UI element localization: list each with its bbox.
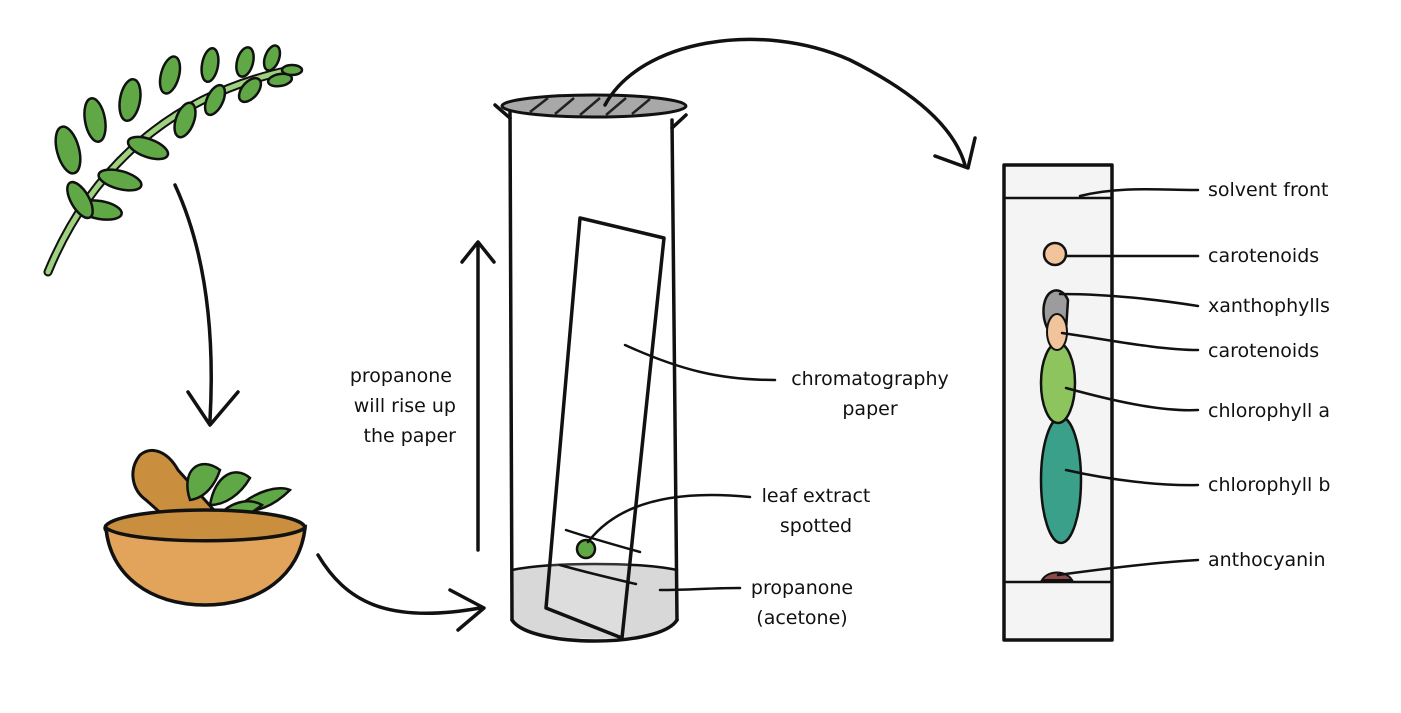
measuring-cylinder bbox=[493, 93, 688, 643]
label-propanone-solvent: propanone (acetone) bbox=[751, 577, 853, 629]
band-label-anthocyanin: anthocyanin bbox=[1208, 549, 1326, 571]
plant-branch-illustration bbox=[43, 44, 304, 277]
mortar-and-pestle-illustration bbox=[103, 449, 308, 607]
band-label-chlorophyll-b: chlorophyll b bbox=[1208, 474, 1330, 496]
cylinder-lid bbox=[500, 93, 688, 119]
band-chlorophyll-a bbox=[1039, 341, 1077, 425]
rise-label-line3: the paper bbox=[364, 425, 457, 447]
solvent-label-line1: propanone bbox=[751, 577, 853, 599]
label-leaf-extract: leaf extract spotted bbox=[762, 485, 871, 537]
label-propanone-rises: propanone will rise up the paper bbox=[350, 365, 456, 447]
band-label-solvent-front: solvent front bbox=[1208, 179, 1328, 201]
solvent-label-line2: (acetone) bbox=[756, 607, 847, 629]
band-carotenoids-lower bbox=[1046, 313, 1068, 351]
rise-label-line2: will rise up bbox=[354, 395, 456, 417]
band-label-carotenoids-upper: carotenoids bbox=[1208, 245, 1319, 267]
chromatography-paper-strip bbox=[544, 216, 666, 640]
rise-label-line1: propanone bbox=[350, 365, 452, 387]
paper-label-line1: chromatography bbox=[791, 368, 949, 390]
band-carotenoids-upper bbox=[1042, 241, 1068, 267]
label-chromatography-paper: chromatography paper bbox=[791, 368, 949, 420]
developed-chromatogram: solvent front carotenoids xanthophylls c… bbox=[1002, 163, 1330, 642]
band-label-chlorophyll-a: chlorophyll a bbox=[1208, 400, 1330, 422]
arrow-lid-to-strip bbox=[603, 37, 977, 170]
band-chlorophyll-b bbox=[1039, 415, 1083, 545]
rise-arrow bbox=[460, 240, 496, 552]
arrow-mortar-to-cylinder bbox=[316, 553, 486, 632]
paper-label-line2: paper bbox=[842, 398, 897, 420]
band-label-carotenoids-lower: carotenoids bbox=[1208, 340, 1319, 362]
arrow-plant-to-mortar bbox=[173, 183, 240, 427]
spot-label-line2: spotted bbox=[780, 515, 852, 537]
leaf-extract-spot bbox=[575, 538, 597, 560]
cylinder-annotation-lines bbox=[586, 343, 777, 592]
spot-label-line1: leaf extract bbox=[762, 485, 871, 507]
band-label-xanthophylls: xanthophylls bbox=[1208, 295, 1330, 317]
